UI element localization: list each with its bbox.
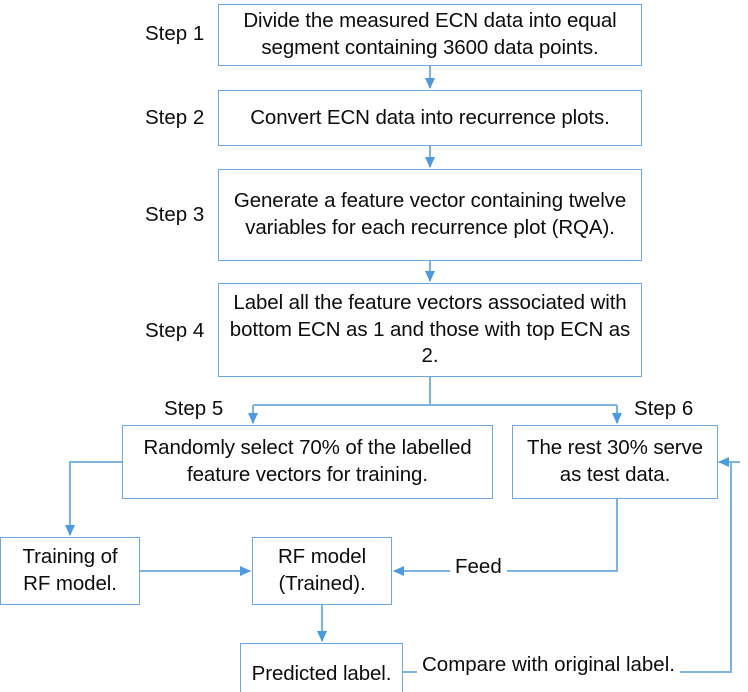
node-step3-text: Generate a feature vector containing twe… [233,189,627,239]
node-step1-box: Divide the measured ECN data into equal … [218,4,642,66]
edge-label-compare: Compare with original label. [417,654,680,676]
step-label-2: Step 2 [145,106,205,129]
step-label-6: Step 6 [634,397,694,420]
node-step4-text: Label all the feature vectors associated… [229,291,631,368]
node-training-box: Training of RF model. [0,537,140,605]
step-label-1: Step 1 [145,22,205,45]
node-step4-box: Label all the feature vectors associated… [218,283,642,377]
node-step5-box: Randomly select 70% of the labelled feat… [122,425,493,499]
edge-step5-training [68,460,122,535]
node-step2-box: Convert ECN data into recurrence plots. [218,90,642,146]
node-predicted-label-box: Predicted label. [240,643,403,692]
step-label-4: Step 4 [145,319,205,342]
node-step6-box: The rest 30% serve as test data. [512,425,718,499]
node-step1-text: Divide the measured ECN data into equal … [243,9,617,59]
node-rf-model-box: RF model (Trained). [252,537,392,605]
node-step3-box: Generate a feature vector containing twe… [218,169,642,261]
node-rf-model-text: RF model (Trained). [277,545,367,595]
step-label-3: Step 3 [145,203,205,226]
node-step2-text: Convert ECN data into recurrence plots. [250,105,610,129]
node-step5-text: Randomly select 70% of the labelled feat… [143,436,472,486]
step-label-5: Step 5 [164,397,224,420]
edge-label-feed: Feed [450,556,507,578]
node-predicted-label-text: Predicted label. [251,661,392,685]
node-step6-text: The rest 30% serve as test data. [527,436,703,486]
node-training-text: Training of RF model. [22,545,118,595]
